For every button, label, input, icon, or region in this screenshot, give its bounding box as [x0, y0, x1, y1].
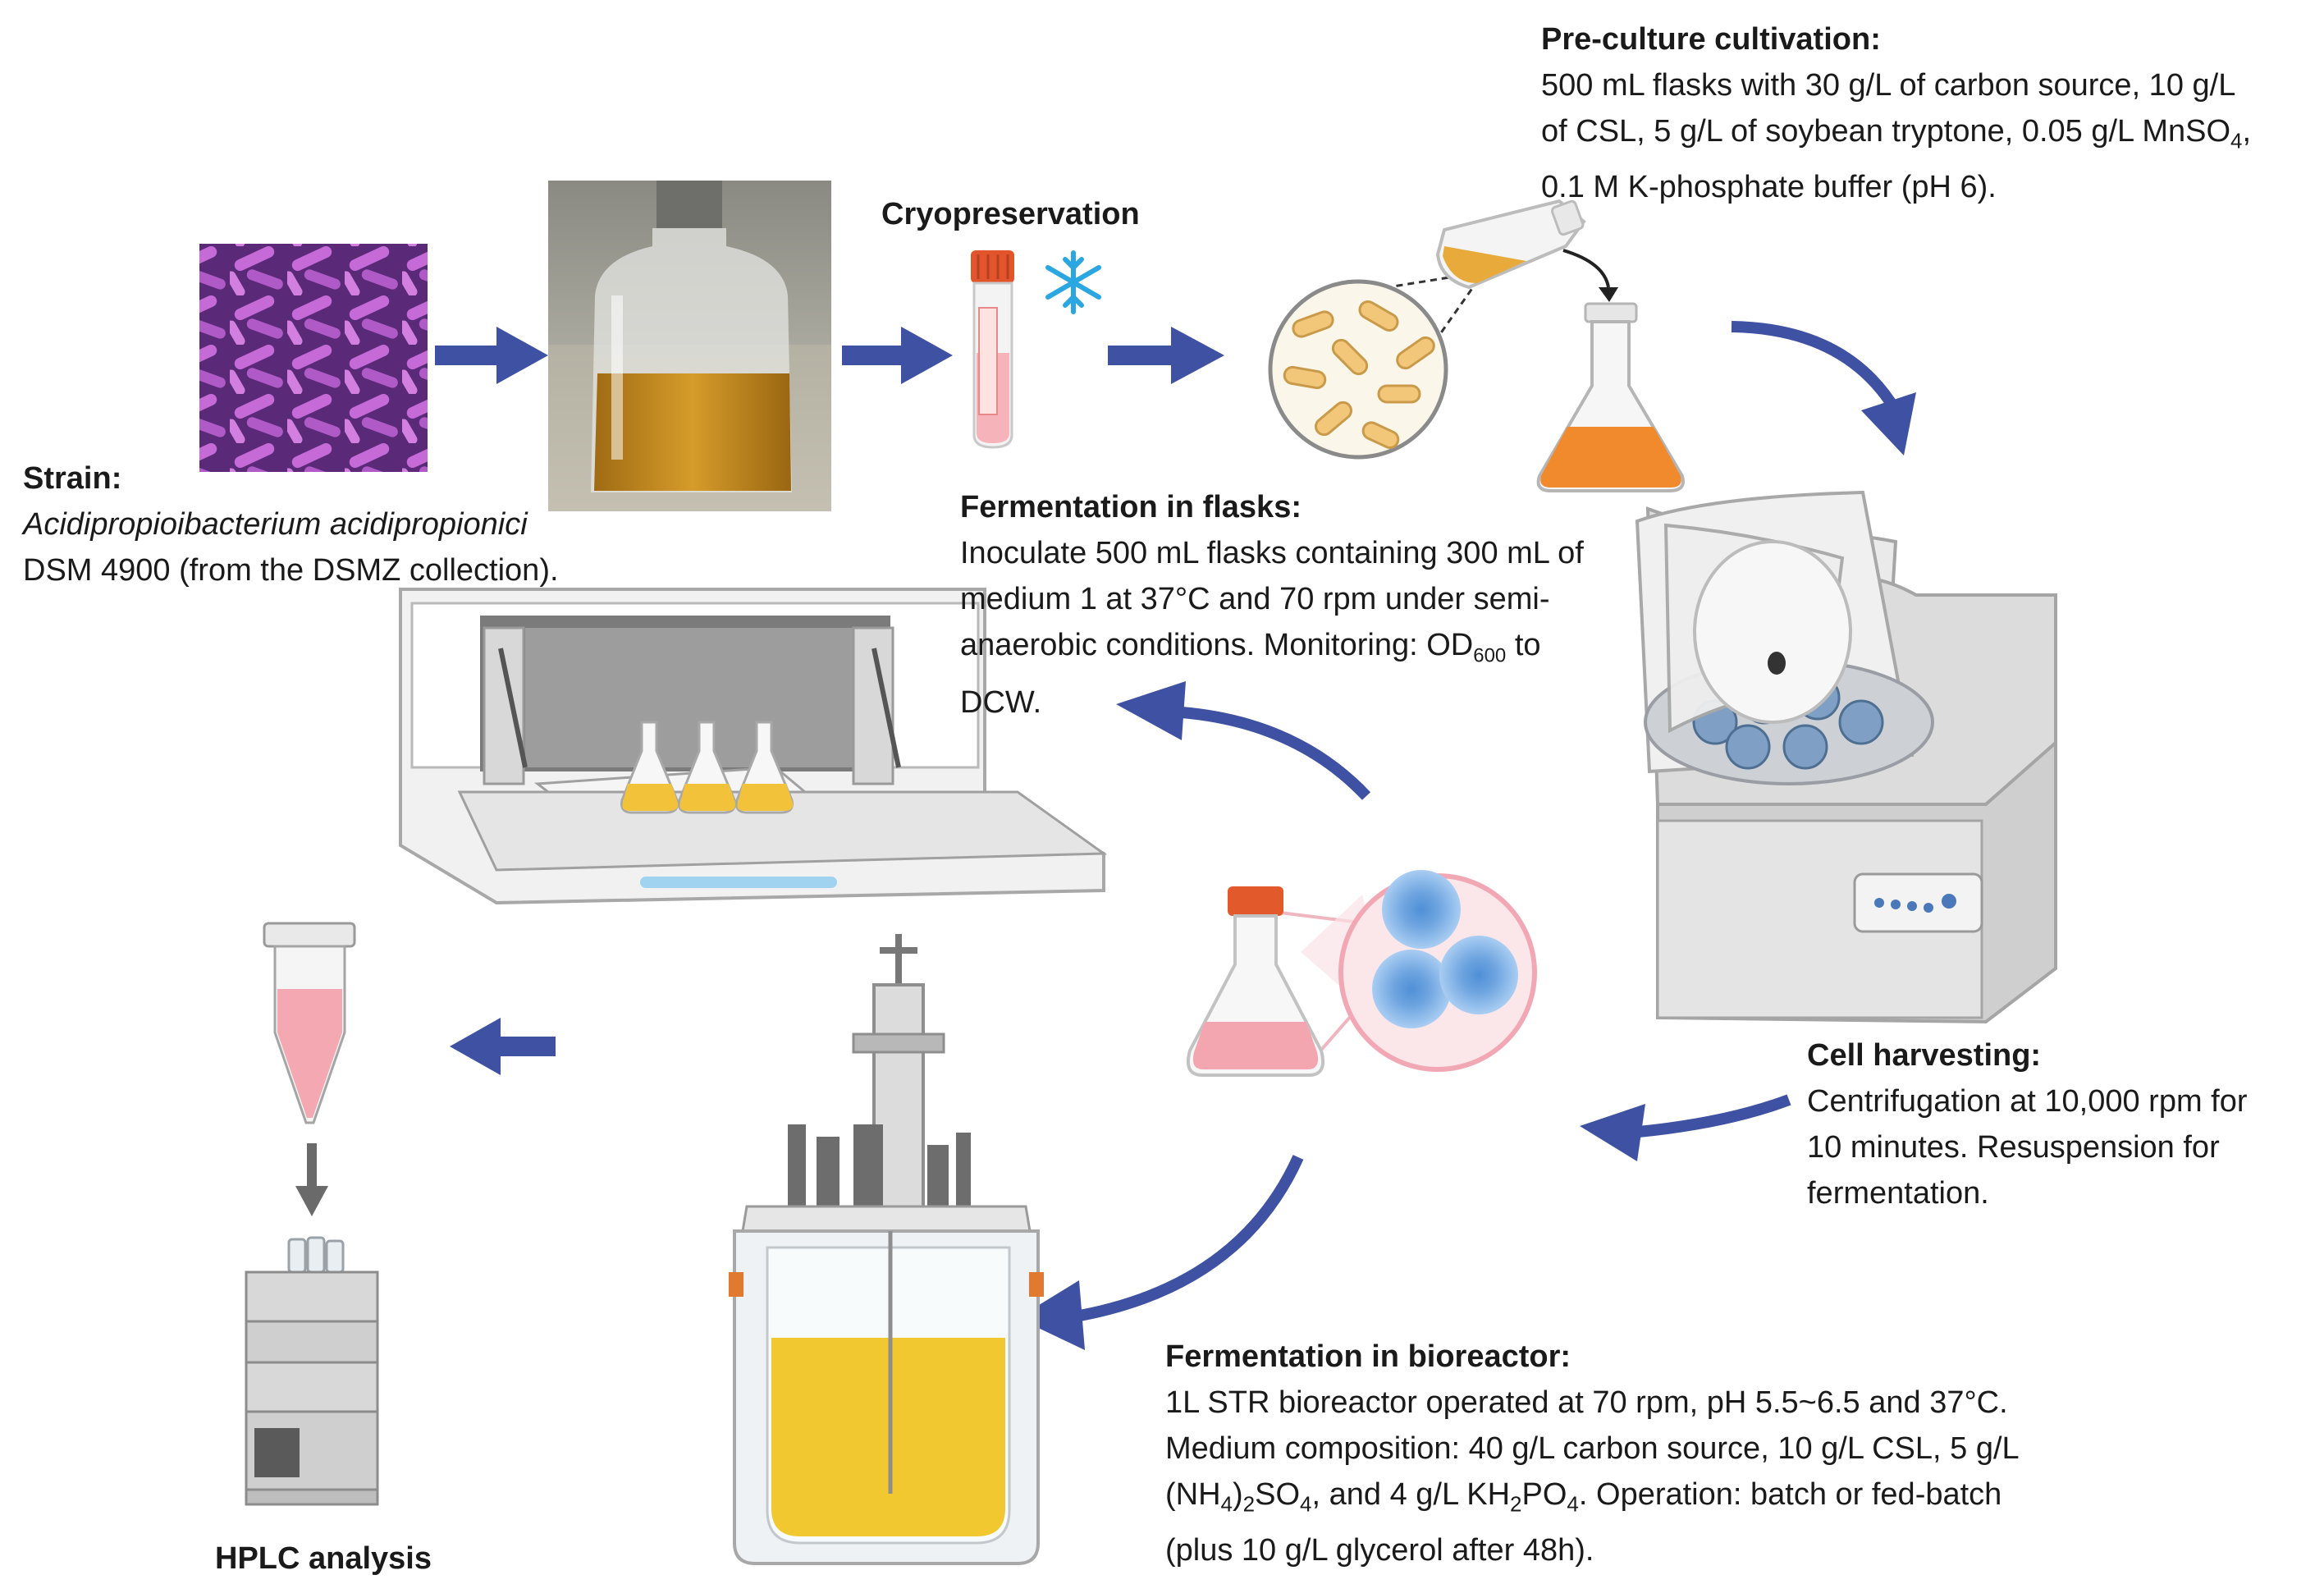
- magnifier-bacteria-icon: [1268, 273, 1475, 460]
- flasks-line: Inoculate 500 mL flasks containing 300 m…: [960, 536, 1584, 570]
- strain-detail: DSM 4900 (from the DSMZ collection).: [23, 553, 559, 588]
- strain-label: Strain: Acidipropioibacterium acidipropi…: [23, 456, 559, 593]
- preculture-title: Pre-culture cultivation:: [1541, 22, 1881, 57]
- bioreactor-label: Fermentation in bioreactor: 1L STR biore…: [1165, 1334, 2020, 1573]
- falcon-tube-icon: [263, 922, 356, 1124]
- bioreactor-line: (plus 10 g/L glycerol after 48h).: [1165, 1532, 1594, 1568]
- bacteria-micrograph: [199, 244, 428, 472]
- preculture-line: of CSL, 5 g/L of soybean tryptone, 0.05 …: [1541, 114, 2252, 153]
- bioreactor-line: (NH4)2SO4, and 4 g/L KH2PO4. Operation: …: [1165, 1477, 2002, 1517]
- cryovial-icon: [971, 250, 1014, 449]
- strain-species: Acidipropioibacterium acidipropionici: [23, 507, 528, 542]
- arrow-resuspension-to-bioreactor: [1018, 1155, 1304, 1350]
- arrow-to-hplc: [295, 1143, 328, 1216]
- harvest-label: Cell harvesting: Centrifugation at 10,00…: [1807, 1032, 2248, 1216]
- arrow-to-hplc-sample: [450, 1018, 556, 1075]
- incubator-shaker-icon: [399, 588, 1108, 905]
- flasks-label: Fermentation in flasks: Inoculate 500 mL…: [960, 484, 1584, 726]
- arrow-cryo-to-preculture: [1108, 327, 1224, 384]
- arrow-preculture-to-centrifuge: [1731, 321, 1916, 456]
- centrifuge-icon: [1635, 490, 2057, 1024]
- pouring-flask-icon: [1435, 199, 1586, 290]
- snowflake-icon: [1045, 250, 1101, 314]
- erlenmeyer-flask-icon: [1536, 302, 1685, 492]
- arrow-resuspension-to-shaker: [1116, 681, 1371, 800]
- hplc-system-icon: [245, 1236, 379, 1506]
- flask-with-cells-icon: [1186, 870, 1537, 1077]
- flasks-line: medium 1 at 37°C and 70 rpm under semi-: [960, 582, 1550, 616]
- bioreactor-line: 1L STR bioreactor operated at 70 rpm, pH…: [1165, 1385, 2008, 1420]
- preculture-line: 0.1 M K-phosphate buffer (pH 6).: [1541, 169, 1997, 204]
- flasks-line: DCW.: [960, 684, 1042, 720]
- harvest-line: 10 minutes. Resuspension for: [1807, 1130, 2220, 1165]
- bioreactor-icon: [729, 934, 1044, 1565]
- bioreactor-title: Fermentation in bioreactor:: [1165, 1339, 1571, 1374]
- flasks-title: Fermentation in flasks:: [960, 490, 1302, 524]
- preculture-line: 500 mL flasks with 30 g/L of carbon sour…: [1541, 68, 2236, 103]
- culture-bottle-photo: [548, 181, 831, 511]
- harvest-line: Centrifugation at 10,000 rpm for: [1807, 1084, 2248, 1119]
- preculture-label: Pre-culture cultivation: 500 mL flasks w…: [1541, 16, 2251, 210]
- hplc-title: HPLC analysis: [215, 1541, 432, 1576]
- strain-title: Strain:: [23, 461, 122, 496]
- arrow-centrifuge-to-resuspension: [1580, 1094, 1791, 1161]
- bioreactor-line: Medium composition: 40 g/L carbon source…: [1165, 1431, 2020, 1466]
- harvest-line: fermentation.: [1807, 1176, 1989, 1211]
- flasks-line: anaerobic conditions. Monitoring: OD600 …: [960, 628, 1541, 667]
- harvest-title: Cell harvesting:: [1807, 1038, 2042, 1073]
- cryopreservation-title: Cryopreservation: [881, 197, 1140, 231]
- arrow-bottle-to-cryo: [842, 327, 953, 384]
- arrow-micrograph-to-bottle: [435, 327, 548, 384]
